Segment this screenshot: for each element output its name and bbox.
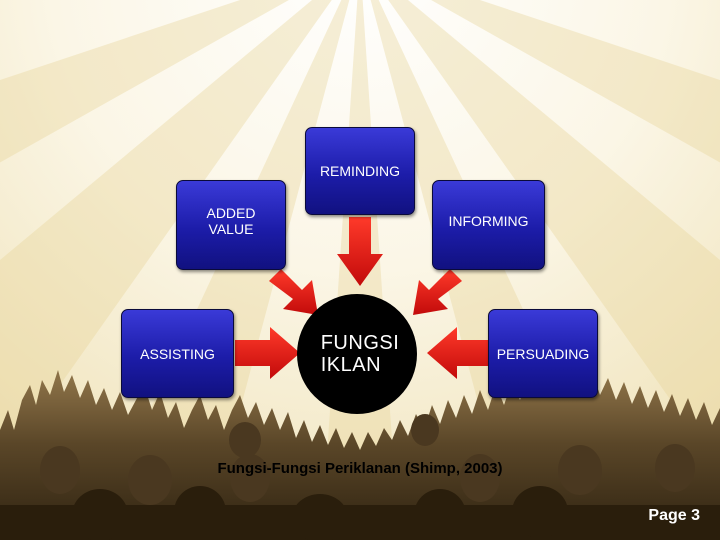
- informing-box: INFORMING: [432, 180, 545, 270]
- added-value-box: ADDED VALUE: [176, 180, 286, 270]
- assisting-label: ASSISTING: [140, 346, 215, 362]
- arrow-from-added-value: [269, 269, 318, 315]
- persuading-label: PERSUADING: [497, 346, 590, 362]
- center-label: FUNGSI IKLAN: [321, 332, 400, 376]
- arrow-down-from-reminding: [337, 217, 383, 286]
- added-value-label: ADDED VALUE: [206, 205, 255, 237]
- caption: Fungsi-Fungsi Periklanan (Shimp, 2003): [0, 460, 720, 477]
- arrow-from-persuading: [427, 327, 488, 379]
- arrow-from-informing: [413, 269, 462, 315]
- persuading-box: PERSUADING: [488, 309, 598, 398]
- arrow-from-assisting: [235, 327, 300, 379]
- informing-label: INFORMING: [448, 213, 528, 229]
- reminding-label: REMINDING: [320, 163, 400, 179]
- page-number: Page 3: [648, 507, 700, 525]
- reminding-box: REMINDING: [305, 127, 415, 215]
- center-circle: FUNGSI IKLAN: [297, 294, 417, 414]
- assisting-box: ASSISTING: [121, 309, 234, 398]
